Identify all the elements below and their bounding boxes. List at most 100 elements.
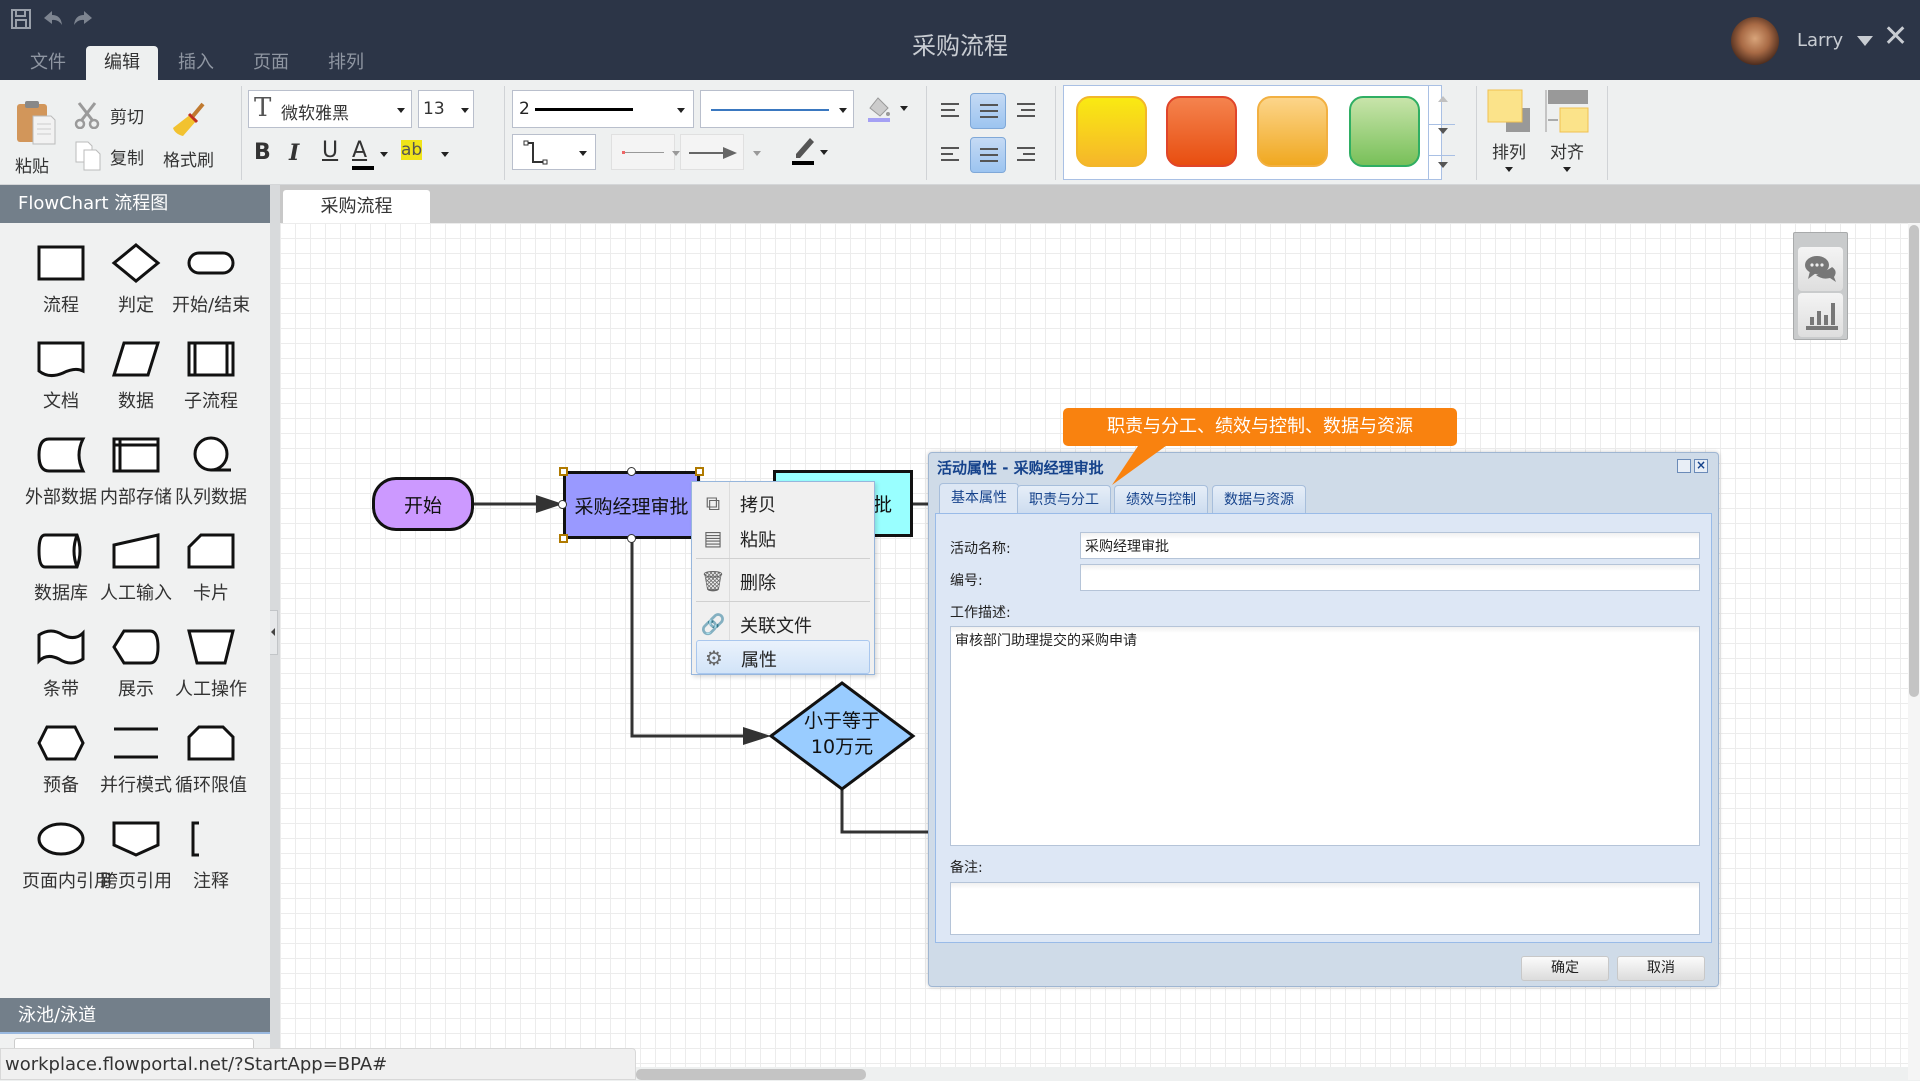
sidebar-shape-internal-storage[interactable]: 内部存储 bbox=[97, 435, 175, 509]
sidebar-header-swimlane[interactable]: 泳池/泳道 bbox=[0, 998, 270, 1034]
sidebar-shape-tape[interactable]: 条带 bbox=[22, 627, 100, 701]
ok-button[interactable]: 确定 bbox=[1521, 956, 1609, 981]
font-size-select[interactable]: 13 bbox=[418, 90, 474, 128]
description-textarea[interactable]: 审核部门助理提交的采购申请 bbox=[950, 626, 1700, 846]
menu-tab-file[interactable]: 文件 bbox=[30, 52, 66, 73]
paste-button[interactable]: 粘贴 bbox=[15, 100, 57, 177]
activity-name-input[interactable]: 采购经理审批 bbox=[1080, 532, 1700, 559]
menu-item-copy[interactable]: ⧉拷贝 bbox=[696, 486, 870, 520]
align-right-top-button[interactable] bbox=[1008, 93, 1044, 129]
font-color-button[interactable]: A bbox=[352, 138, 388, 170]
sidebar-shape-process[interactable]: 流程 bbox=[22, 243, 100, 317]
sidebar-shape-external-data[interactable]: 外部数据 bbox=[22, 435, 100, 509]
sidebar-shape-on-page-ref[interactable]: 页面内引用 bbox=[22, 819, 112, 893]
collapse-sidebar-handle[interactable] bbox=[270, 610, 278, 655]
underline-button[interactable]: U bbox=[322, 138, 339, 163]
menu-tab-arrange[interactable]: 排列 bbox=[328, 52, 364, 73]
style-swatch-green[interactable] bbox=[1349, 96, 1420, 167]
sidebar-shape-parallel[interactable]: 并行模式 bbox=[97, 723, 175, 797]
arrange-button[interactable]: 排列 bbox=[1484, 88, 1534, 172]
sidebar-shape-manual-operation[interactable]: 人工操作 bbox=[172, 627, 250, 701]
menu-item-link-file[interactable]: 🔗关联文件 bbox=[696, 607, 870, 641]
line-width-select[interactable]: 2 bbox=[512, 90, 694, 128]
user-menu-caret-icon[interactable] bbox=[1857, 36, 1873, 46]
line-color-button[interactable] bbox=[792, 136, 828, 170]
menu-item-paste[interactable]: ▤粘贴 bbox=[696, 521, 870, 555]
sidebar-shape-queue-data[interactable]: 队列数据 bbox=[172, 435, 250, 509]
vertical-scrollbar-thumb[interactable] bbox=[1909, 225, 1919, 697]
gallery-up-icon[interactable] bbox=[1438, 96, 1448, 102]
style-swatch-red[interactable] bbox=[1166, 96, 1237, 167]
menu-item-properties[interactable]: ⚙属性 bbox=[696, 640, 870, 674]
remarks-textarea[interactable] bbox=[950, 882, 1700, 935]
decision-node-shape[interactable] bbox=[768, 681, 916, 791]
line-start-select[interactable] bbox=[611, 134, 680, 170]
italic-button[interactable]: I bbox=[289, 140, 300, 166]
close-icon[interactable]: ✕ bbox=[1883, 19, 1909, 54]
format-painter-button[interactable]: 格式刷 bbox=[163, 100, 214, 171]
line-style-select[interactable] bbox=[700, 90, 854, 128]
sidebar-shape-card[interactable]: 卡片 bbox=[172, 531, 250, 605]
copy-button[interactable]: 复制 bbox=[74, 140, 144, 172]
fill-color-button[interactable] bbox=[868, 96, 908, 126]
bold-button[interactable]: B bbox=[254, 140, 271, 165]
close-icon[interactable]: × bbox=[1694, 458, 1708, 473]
align-left-top-button[interactable] bbox=[932, 93, 968, 129]
sidebar-shape-document[interactable]: 文档 bbox=[22, 339, 100, 413]
code-input[interactable] bbox=[1080, 564, 1700, 591]
sidebar-header-flowchart[interactable]: FlowChart 流程图 bbox=[0, 185, 270, 223]
connection-port-left[interactable] bbox=[558, 500, 567, 509]
sidebar-shape-loop-limit[interactable]: 循环限值 bbox=[172, 723, 250, 797]
resize-handle-nw[interactable] bbox=[559, 467, 568, 476]
chat-button[interactable] bbox=[1798, 247, 1843, 291]
align-button[interactable]: 对齐 bbox=[1542, 88, 1592, 172]
sidebar-shape-terminator[interactable]: 开始/结束 bbox=[172, 243, 250, 317]
resize-handle-ne[interactable] bbox=[695, 467, 704, 476]
connector-approval-to-condition[interactable] bbox=[630, 539, 745, 738]
sidebar-shape-preparation[interactable]: 预备 bbox=[22, 723, 100, 797]
statistics-button[interactable] bbox=[1798, 293, 1843, 337]
tab-data-resources[interactable]: 数据与资源 bbox=[1212, 485, 1306, 513]
sidebar-shape-annotation[interactable]: 注释 bbox=[172, 819, 250, 893]
connection-port-top[interactable] bbox=[627, 467, 636, 476]
user-name[interactable]: Larry bbox=[1797, 30, 1844, 51]
highlight-button[interactable]: ab bbox=[401, 140, 449, 160]
sidebar-shape-decision[interactable]: 判定 bbox=[97, 243, 175, 317]
menu-tab-edit[interactable]: 编辑 bbox=[86, 46, 158, 80]
connector-condition-out[interactable] bbox=[840, 789, 928, 834]
manager-approval-node[interactable]: 采购经理审批 bbox=[563, 471, 700, 539]
style-swatch-orange[interactable] bbox=[1257, 96, 1328, 167]
sidebar-shape-database[interactable]: 数据库 bbox=[22, 531, 100, 605]
menu-tab-insert[interactable]: 插入 bbox=[178, 52, 214, 73]
gallery-expand-icon[interactable] bbox=[1438, 162, 1448, 168]
save-icon[interactable] bbox=[10, 8, 32, 35]
align-center-top-button[interactable] bbox=[970, 93, 1006, 129]
resize-handle-sw[interactable] bbox=[559, 534, 568, 543]
start-node[interactable]: 开始 bbox=[372, 477, 474, 531]
align-center-middle-button[interactable] bbox=[970, 137, 1006, 173]
undo-icon[interactable] bbox=[42, 8, 64, 35]
align-left-middle-button[interactable] bbox=[932, 137, 968, 173]
connection-port-bottom[interactable] bbox=[627, 534, 636, 543]
maximize-icon[interactable] bbox=[1677, 459, 1691, 473]
redo-icon[interactable] bbox=[72, 8, 94, 35]
sidebar-shape-display[interactable]: 展示 bbox=[97, 627, 175, 701]
tab-responsibilities[interactable]: 职责与分工 bbox=[1017, 485, 1111, 513]
document-tab[interactable]: 采购流程 bbox=[283, 190, 430, 223]
font-family-select[interactable]: T 微软雅黑 bbox=[248, 90, 412, 128]
avatar[interactable] bbox=[1731, 17, 1779, 65]
sidebar-shape-manual-input[interactable]: 人工输入 bbox=[97, 531, 175, 605]
sidebar-shape-data[interactable]: 数据 bbox=[97, 339, 175, 413]
line-end-select[interactable] bbox=[680, 134, 761, 170]
gallery-down-icon[interactable] bbox=[1438, 128, 1448, 134]
sidebar-shape-subprocess[interactable]: 子流程 bbox=[172, 339, 250, 413]
style-swatch-yellow[interactable] bbox=[1076, 96, 1147, 167]
horizontal-scrollbar-thumb[interactable] bbox=[636, 1069, 866, 1080]
cut-button[interactable]: 剪切 bbox=[74, 101, 144, 129]
align-right-middle-button[interactable] bbox=[1008, 137, 1044, 173]
menu-item-delete[interactable]: 🗑删除 bbox=[696, 564, 870, 598]
tab-performance-control[interactable]: 绩效与控制 bbox=[1114, 485, 1208, 513]
tab-basic-properties[interactable]: 基本属性 bbox=[939, 483, 1019, 513]
cancel-button[interactable]: 取消 bbox=[1617, 956, 1705, 981]
connector-type-select[interactable] bbox=[512, 134, 596, 170]
